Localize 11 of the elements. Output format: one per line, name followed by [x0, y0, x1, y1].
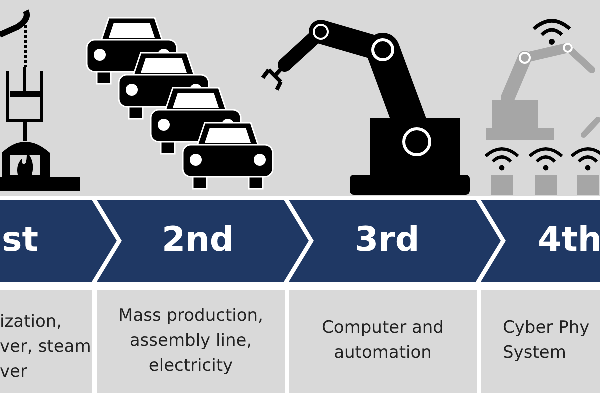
- stage-label: 4th: [538, 219, 600, 262]
- description-panel: [481, 290, 600, 393]
- description-text: ization, ver, steam ver: [0, 311, 92, 384]
- description-text: Computer and automation: [321, 317, 445, 365]
- description-panel: [97, 290, 285, 393]
- stage-label: 2nd: [162, 219, 234, 262]
- description-text: Mass production, assembly line, electricity: [118, 305, 264, 378]
- description-text: Cyber Phy System: [503, 317, 591, 365]
- description-panel: [289, 290, 477, 393]
- stage-label: 3rd: [355, 219, 420, 262]
- stage-label: st: [2, 219, 38, 262]
